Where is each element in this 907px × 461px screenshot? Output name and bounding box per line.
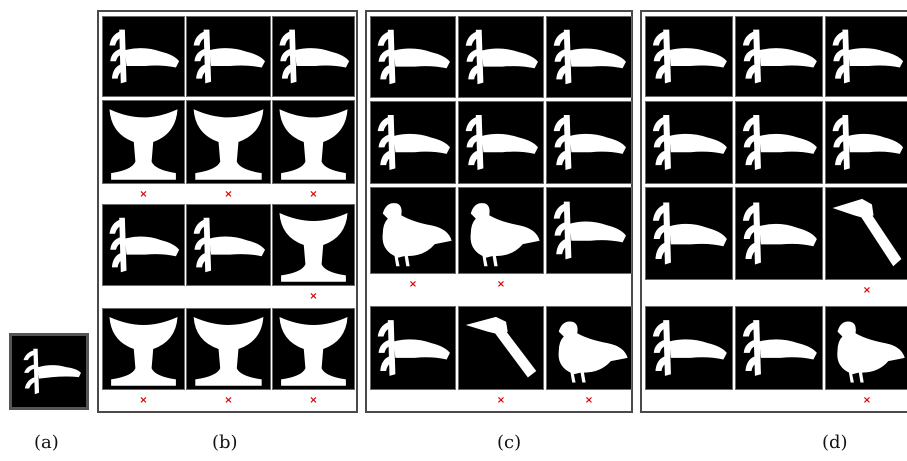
fork-shape-icon [652, 320, 727, 376]
caption-c: (c) [497, 432, 522, 453]
cup-shape-icon [193, 109, 264, 180]
fork-shape-icon [377, 29, 450, 85]
wrong-match-mark: × [309, 189, 318, 200]
result-tile-b-3-1 [186, 308, 271, 390]
result-tile-b-3-2 [272, 308, 355, 390]
row-strip-c-1 [367, 392, 631, 410]
cup-shape-icon [193, 317, 264, 386]
result-tile-d-3-0 [645, 306, 733, 390]
wrong-match-mark: × [496, 279, 506, 290]
fork-shape-icon [742, 202, 817, 265]
result-tile-c-3-0 [370, 306, 456, 390]
bird-shape-icon [837, 321, 905, 383]
hammer-shape-icon [465, 316, 537, 378]
fork-shape-icon [193, 217, 266, 273]
fork-shape-icon [109, 29, 180, 84]
result-tile-d-0-2 [825, 16, 907, 97]
fork-shape-icon [109, 217, 180, 273]
result-tile-d-3-1 [735, 306, 823, 390]
wrong-match-mark: × [408, 279, 418, 290]
fork-shape-icon [553, 201, 626, 260]
result-tile-c-2-1 [458, 187, 544, 274]
fork-shape-icon [553, 114, 626, 171]
fork-shape-icon [742, 29, 817, 84]
result-tile-d-1-2 [825, 101, 907, 184]
fork-shape-icon [465, 114, 538, 171]
result-tile-d-1-1 [735, 101, 823, 184]
result-tile-b-2-0 [102, 204, 185, 286]
row-strip-b-2 [99, 392, 356, 410]
result-tile-c-1-0 [370, 101, 456, 184]
caption-b: (b) [212, 432, 238, 453]
result-tile-b-1-2 [272, 100, 355, 184]
result-tile-b-2-2 [272, 204, 355, 286]
wrong-match-mark: × [139, 395, 148, 406]
fork-shape-icon [832, 114, 904, 171]
result-tile-d-2-0 [645, 187, 733, 280]
wrong-match-mark: × [224, 189, 233, 200]
result-tile-b-0-0 [102, 16, 185, 97]
result-tile-c-0-2 [546, 16, 632, 98]
caption-a: (a) [34, 432, 59, 453]
wrong-match-mark: × [224, 395, 233, 406]
fork-shape-icon [652, 114, 727, 171]
fork-shape-icon [465, 29, 538, 85]
row-strip-b-0 [99, 188, 356, 202]
bird-shape-icon [558, 321, 628, 383]
cup-shape-icon [279, 213, 348, 282]
fork-shape-icon [742, 114, 817, 171]
wrong-match-mark: × [309, 395, 318, 406]
fork-shape-icon [652, 202, 727, 265]
result-tile-b-0-2 [272, 16, 355, 97]
result-tile-d-2-1 [735, 187, 823, 280]
fork-shape-icon [553, 29, 626, 85]
caption-d: (d) [822, 432, 848, 453]
cup-shape-icon [279, 109, 348, 180]
cup-shape-icon [279, 317, 348, 386]
hammer-shape-icon [832, 198, 902, 267]
result-tile-d-3-2 [825, 306, 907, 390]
cup-shape-icon [109, 109, 178, 180]
result-tile-d-0-0 [645, 16, 733, 97]
cup-shape-icon [109, 317, 178, 386]
bird-shape-icon [382, 203, 452, 267]
result-tile-b-1-0 [102, 100, 185, 184]
fork-shape-icon [377, 320, 450, 376]
result-tile-c-3-2 [546, 306, 632, 390]
fork-shape-icon [279, 29, 350, 84]
row-strip-d-1 [642, 392, 907, 410]
result-tile-d-2-2 [825, 187, 907, 280]
result-tile-b-1-1 [186, 100, 271, 184]
fork-shape-icon [832, 29, 904, 84]
result-tile-c-0-1 [458, 16, 544, 98]
result-tile-c-2-2 [546, 187, 632, 274]
result-tile-d-0-1 [735, 16, 823, 97]
fork-shape-icon [377, 114, 450, 171]
fork-shape-icon [652, 29, 727, 84]
result-tile-c-3-1 [458, 306, 544, 390]
wrong-match-mark: × [496, 395, 506, 406]
fork-shape-icon [742, 320, 817, 376]
result-tile-b-0-1 [186, 16, 271, 97]
result-tile-c-2-0 [370, 187, 456, 274]
wrong-match-mark: × [584, 395, 594, 406]
result-tile-c-1-2 [546, 101, 632, 184]
fork-shape-icon [193, 29, 266, 84]
fork-shape-icon [23, 348, 81, 395]
wrong-match-mark: × [862, 285, 872, 296]
row-strip-c-0 [367, 278, 631, 302]
query-image [9, 333, 89, 410]
result-tile-d-1-0 [645, 101, 733, 184]
result-tile-c-1-1 [458, 101, 544, 184]
result-tile-b-2-1 [186, 204, 271, 286]
wrong-match-mark: × [862, 395, 872, 406]
result-tile-c-0-0 [370, 16, 456, 98]
bird-shape-icon [470, 203, 540, 267]
wrong-match-mark: × [309, 291, 318, 302]
row-strip-d-0 [642, 282, 907, 304]
row-strip-b-1 [99, 290, 356, 306]
wrong-match-mark: × [139, 189, 148, 200]
result-tile-b-3-0 [102, 308, 185, 390]
